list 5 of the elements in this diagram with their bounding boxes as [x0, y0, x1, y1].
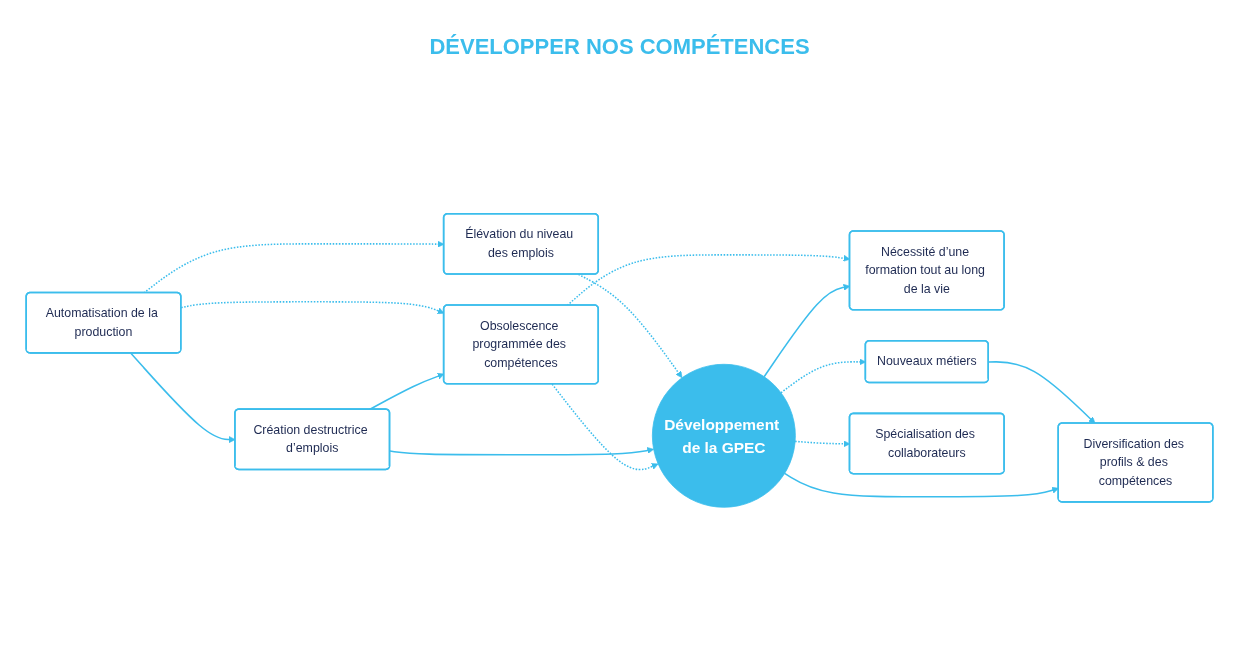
arrow: [389, 447, 654, 456]
arrow: [783, 472, 1059, 498]
arrow: [551, 383, 659, 471]
node-circle: Développement de la GPEC: [651, 363, 796, 508]
diagram-title: DÉVELOPPER NOS COMPÉTENCES: [429, 34, 810, 60]
